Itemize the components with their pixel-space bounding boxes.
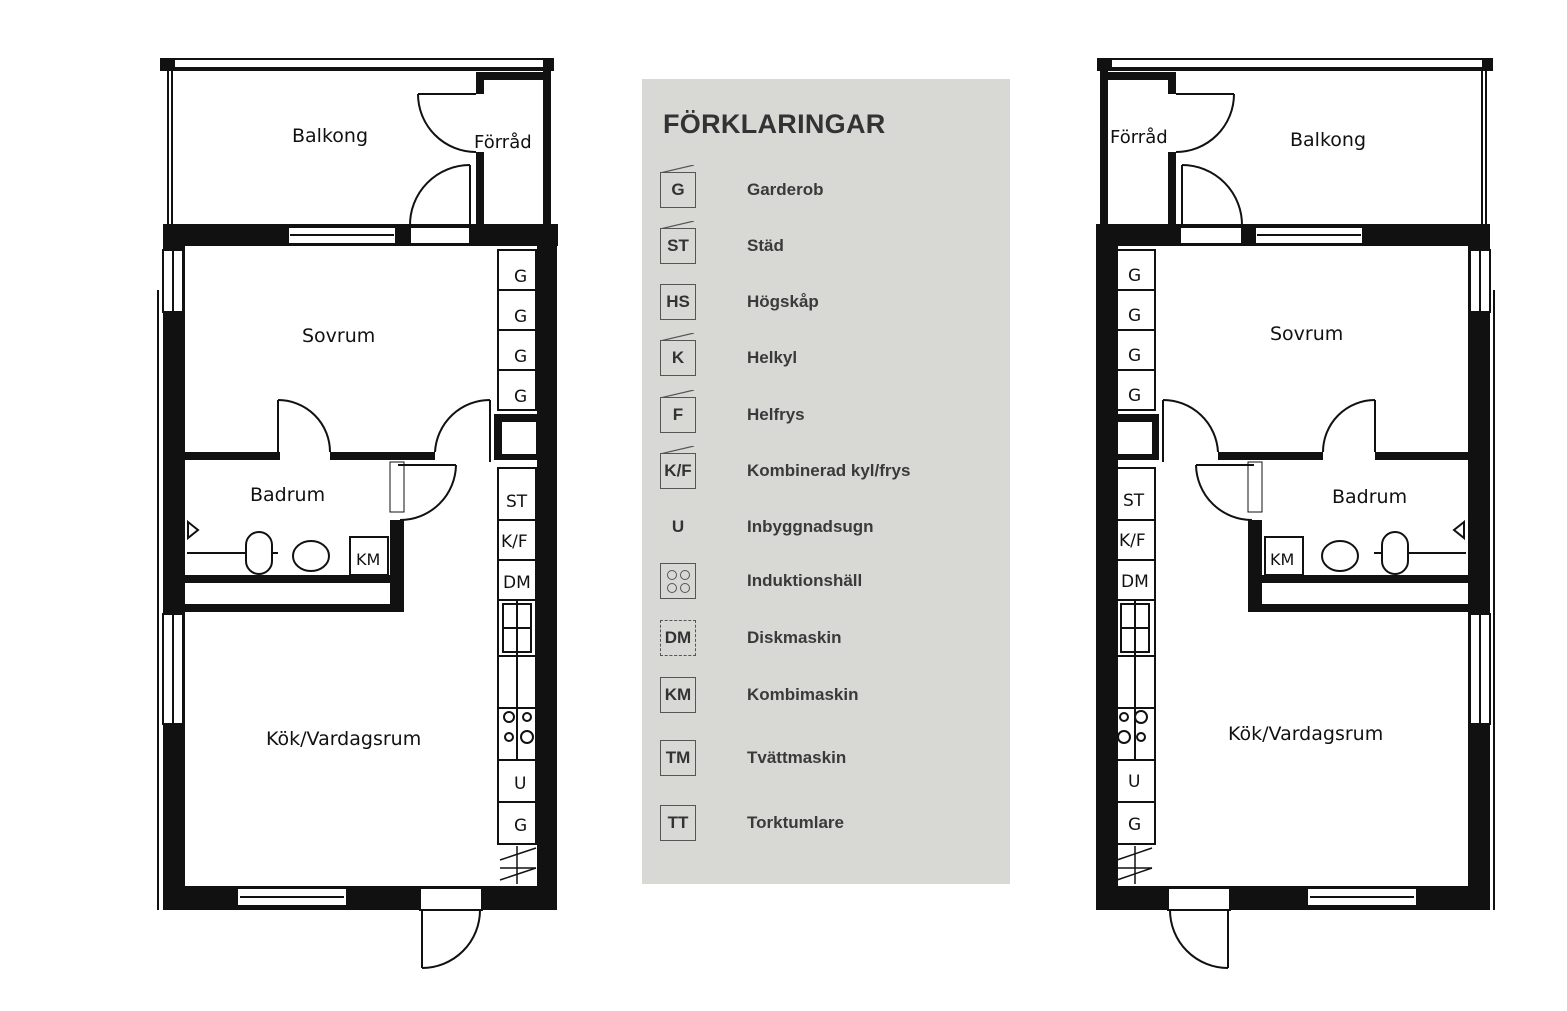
cabinet-label: G <box>514 347 527 367</box>
legend-title: FÖRKLARINGAR <box>663 109 886 139</box>
cabinet-label: G <box>1128 815 1141 835</box>
washing-machine-symbol-icon: TM <box>660 740 696 776</box>
left-plan-labels: Balkong Förråd Sovrum Badrum Kök/Vardags… <box>250 125 532 836</box>
fridge-symbol-icon: K <box>660 333 696 376</box>
right-plan-walls <box>1096 58 1495 969</box>
right-plan-labels: Förråd Balkong Sovrum Badrum Kök/Vardags… <box>1110 127 1407 835</box>
legend-item-diskmaskin: DM Diskmaskin <box>642 620 1010 660</box>
legend-item-garderob: G Garderob <box>642 165 1010 212</box>
left-plan-walls <box>157 58 558 969</box>
cleaning-cabinet-symbol-icon: ST <box>660 221 696 264</box>
cabinet-label: G <box>514 267 527 287</box>
room-label-balkong: Balkong <box>1290 129 1366 151</box>
oven-symbol-icon: U <box>671 517 685 536</box>
legend-item-induktionshall: Induktionshäll <box>642 563 1010 603</box>
room-label-forrad: Förråd <box>474 132 532 153</box>
room-label-sovrum: Sovrum <box>1270 323 1343 345</box>
legend-item-helkyl: K Helkyl <box>642 333 1010 380</box>
cabinet-label: DM <box>503 573 531 593</box>
cabinet-label: G <box>1128 266 1141 286</box>
cabinet-label: G <box>1128 386 1141 406</box>
appliance-label-km: KM <box>356 550 380 569</box>
fridge-freezer-symbol-icon: K/F <box>660 446 696 489</box>
legend-item-ugn: U Inbyggnadsugn <box>642 509 1010 549</box>
cabinet-label: G <box>514 387 527 407</box>
cabinet-label: U <box>514 774 526 794</box>
wardrobe-symbol-icon: G <box>660 165 696 208</box>
room-label-badrum: Badrum <box>250 484 325 506</box>
legend-item-torktumlare: TT Torktumlare <box>642 805 1010 845</box>
cabinet-label: ST <box>506 492 528 512</box>
room-label-kok: Kök/Vardagsrum <box>266 728 421 750</box>
room-label-sovrum: Sovrum <box>302 325 375 347</box>
dishwasher-symbol-icon: DM <box>660 620 696 656</box>
induction-hob-icon <box>660 563 696 599</box>
cabinet-label: K/F <box>501 532 528 552</box>
legend-item-kyl-frys: K/F Kombinerad kyl/frys <box>642 446 1010 493</box>
cabinet-label: G <box>514 816 527 836</box>
room-label-badrum: Badrum <box>1332 486 1407 508</box>
legend-item-hogskap: HS Högskåp <box>642 284 1010 324</box>
cabinet-label: G <box>1128 346 1141 366</box>
cabinet-label: K/F <box>1119 531 1146 551</box>
cabinet-label: U <box>1128 772 1140 792</box>
cabinet-label: G <box>1128 306 1141 326</box>
cabinet-label: ST <box>1123 491 1145 511</box>
cabinet-label: G <box>514 307 527 327</box>
legend-item-stad: ST Städ <box>642 221 1010 268</box>
room-label-balkong: Balkong <box>292 125 368 147</box>
legend-item-helfrys: F Helfrys <box>642 390 1010 437</box>
room-label-kok: Kök/Vardagsrum <box>1228 723 1383 745</box>
legend-item-tvattmaskin: TM Tvättmaskin <box>642 740 1010 780</box>
legend-panel: FÖRKLARINGAR G Garderob ST Städ HS Högsk… <box>642 79 1010 884</box>
freezer-symbol-icon: F <box>660 390 696 433</box>
appliance-label-km: KM <box>1270 550 1294 569</box>
washer-dryer-symbol-icon: KM <box>660 677 696 713</box>
tumble-dryer-symbol-icon: TT <box>660 805 696 841</box>
cabinet-label: DM <box>1121 572 1149 592</box>
tall-cabinet-symbol-icon: HS <box>660 284 696 320</box>
room-label-forrad: Förråd <box>1110 127 1168 148</box>
legend-item-kombimaskin: KM Kombimaskin <box>642 677 1010 717</box>
